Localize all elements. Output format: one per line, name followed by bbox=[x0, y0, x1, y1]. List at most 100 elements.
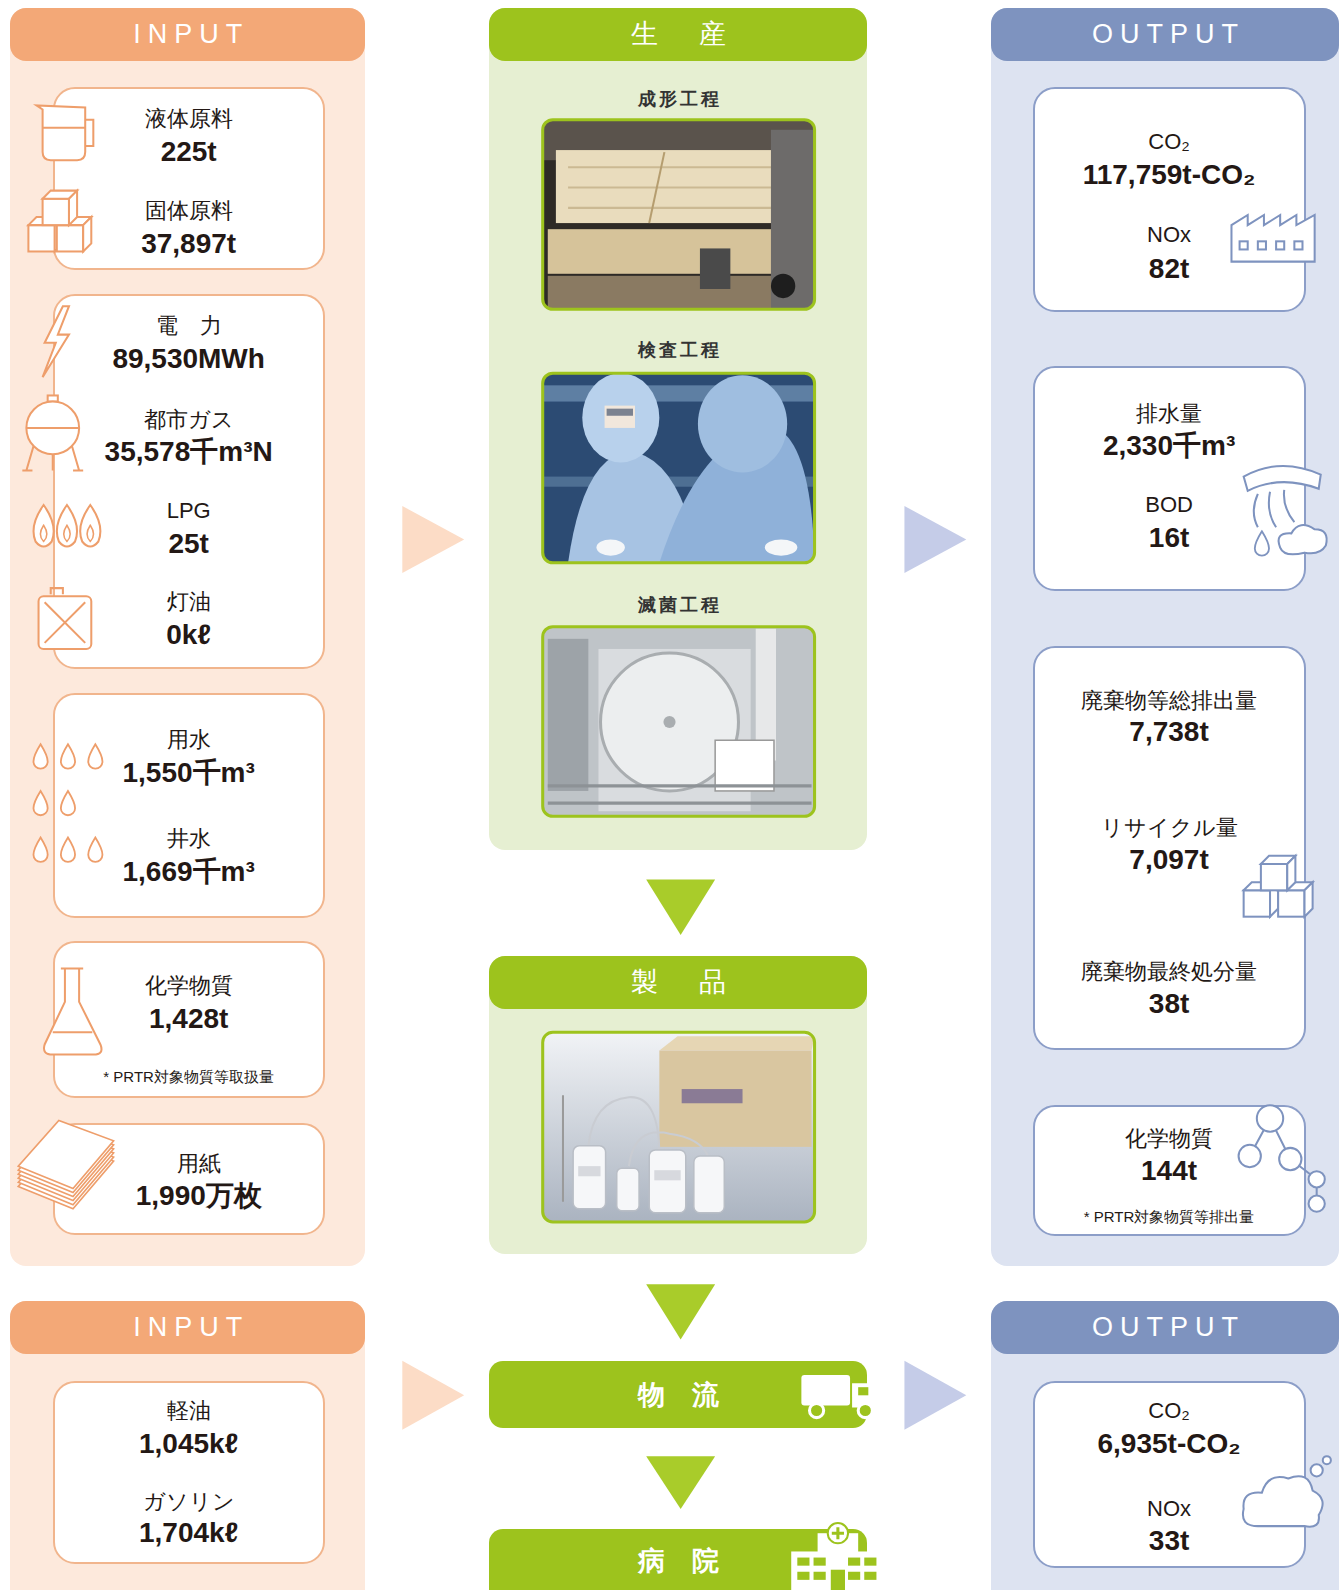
molecule-icon bbox=[1257, 1105, 1283, 1131]
process-step: 成形工程 bbox=[538, 85, 820, 312]
cubes-icon bbox=[57, 217, 91, 251]
product-photo bbox=[659, 1051, 811, 1147]
item-value: 1,550千m³ bbox=[55, 756, 323, 790]
gas-tank-icon bbox=[22, 395, 83, 470]
logistics-output-panel: OUTPUTCO₂6,935t-CO₂NOx33t bbox=[991, 1301, 1339, 1590]
emission-box: CO₂117,759t-CO₂NOx82t bbox=[1033, 87, 1306, 312]
hospital-icon bbox=[864, 1572, 876, 1580]
hospital-icon bbox=[818, 1533, 859, 1553]
flame-icon bbox=[34, 505, 101, 547]
process-step: 滅菌工程 bbox=[538, 592, 820, 819]
inspection-photo bbox=[582, 373, 659, 462]
item-label: リサイクル量 bbox=[1035, 815, 1304, 841]
beaker-icon bbox=[37, 105, 94, 160]
drainage-drops bbox=[1255, 531, 1269, 555]
item-label: 井水 bbox=[55, 826, 323, 852]
inspection-photo bbox=[659, 426, 814, 563]
product-panel: 製 品 bbox=[489, 956, 867, 1254]
hospital-icon bbox=[864, 1558, 876, 1566]
exhaust-cloud-icon bbox=[1243, 1476, 1323, 1527]
wastewater-box: 排水量2,330千m³BOD16t bbox=[1033, 366, 1306, 591]
logistics-emission-box: CO₂6,935t-CO₂NOx33t bbox=[1033, 1381, 1306, 1568]
water-drops-icon bbox=[33, 744, 47, 768]
item-value: 1,990万枚 bbox=[55, 1179, 323, 1213]
recycle-cubes-icon bbox=[1244, 856, 1313, 917]
molecule-icon bbox=[1309, 1171, 1325, 1187]
inspection-photo bbox=[607, 409, 633, 416]
factory-icon bbox=[1240, 241, 1248, 249]
product-photo bbox=[654, 1170, 680, 1180]
factory-icon bbox=[1276, 241, 1284, 249]
item-label: 排水量 bbox=[1035, 401, 1304, 427]
inspection-photo bbox=[605, 406, 635, 428]
water-drops-icon bbox=[33, 791, 47, 815]
item-label: 液体原料 bbox=[55, 106, 323, 132]
factory-icon bbox=[1258, 241, 1266, 249]
item-value: 225t bbox=[55, 135, 323, 169]
lightning-icon bbox=[43, 306, 69, 377]
photo-frame bbox=[543, 120, 815, 310]
flow-arrow bbox=[904, 506, 966, 573]
item-value: 16t bbox=[1035, 521, 1304, 555]
molding-photo bbox=[556, 150, 789, 223]
flow-arrow bbox=[646, 1456, 715, 1509]
water-drops-icon bbox=[61, 791, 75, 815]
hospital-icon bbox=[848, 1572, 860, 1580]
production-panel: 生 産成形工程検査工程滅菌工程 bbox=[489, 8, 867, 850]
item-value: 2,330千m³ bbox=[1035, 429, 1304, 463]
factory-icon bbox=[1231, 215, 1314, 262]
drainage-drops bbox=[1255, 531, 1269, 555]
sterilization-photo bbox=[601, 653, 739, 791]
output-panel: OUTPUTCO₂117,759t-CO₂NOx82t排水量2,330千m³BO… bbox=[991, 8, 1339, 1265]
item-value: 117,759t-CO₂ bbox=[1035, 158, 1304, 192]
product-photo bbox=[659, 1036, 814, 1050]
photo-frame bbox=[543, 373, 815, 563]
panel-heading: OUTPUT bbox=[991, 8, 1339, 61]
item-label: ガソリン bbox=[55, 1489, 323, 1515]
item-label: 廃棄物最終処分量 bbox=[1035, 959, 1304, 985]
drainage-icon bbox=[1244, 466, 1321, 491]
beaker-icon bbox=[37, 105, 86, 160]
inspection-photo bbox=[543, 373, 815, 563]
truck-icon bbox=[858, 1387, 868, 1395]
item-value: 144t bbox=[1035, 1154, 1304, 1188]
step-heading: 成形工程 bbox=[538, 89, 820, 111]
paper-stack-icon bbox=[18, 1125, 113, 1193]
item-value: 1,669千m³ bbox=[55, 855, 323, 889]
inspection-photo bbox=[543, 477, 815, 487]
product-photo bbox=[543, 1032, 815, 1222]
fuel-box: 軽油1,045kℓガソリン1,704kℓ bbox=[53, 1381, 325, 1564]
item-note: * PRTR対象物質等取扱量 bbox=[55, 1068, 323, 1086]
item-label: 用紙 bbox=[55, 1151, 323, 1177]
truck-icon bbox=[801, 1375, 850, 1405]
product-photo bbox=[578, 1166, 600, 1176]
product-photo bbox=[573, 1146, 605, 1209]
molding-photo bbox=[543, 120, 815, 310]
item-value: 1,704kℓ bbox=[55, 1516, 323, 1550]
panel-heading: INPUT bbox=[10, 8, 365, 61]
hospital-icon bbox=[797, 1558, 809, 1566]
sterilization-photo bbox=[756, 629, 776, 761]
flow-arrow bbox=[402, 1361, 464, 1430]
flask-icon bbox=[53, 1031, 93, 1033]
photo-frame bbox=[543, 627, 815, 817]
molding-photo bbox=[543, 120, 815, 161]
item-value: 33t bbox=[1035, 1524, 1304, 1558]
flame-icon bbox=[80, 505, 100, 547]
gas-tank-icon bbox=[48, 395, 58, 401]
molecule-icon bbox=[1309, 1196, 1325, 1212]
flask-icon bbox=[44, 968, 102, 1054]
hospital-icon bbox=[848, 1558, 860, 1566]
molding-photo bbox=[771, 130, 815, 309]
chemical-box: 化学物質1,428t* PRTR対象物質等取扱量 bbox=[53, 941, 325, 1098]
item-value: 37,897t bbox=[55, 227, 323, 261]
molding-photo bbox=[548, 229, 802, 274]
water-box: 用水1,550千m³井水1,669千m³ bbox=[53, 693, 325, 918]
item-label: NOx bbox=[1035, 222, 1304, 248]
molecule-icon bbox=[1250, 1118, 1317, 1203]
item-label: 化学物質 bbox=[1035, 1126, 1304, 1152]
exhaust-cloud-icon bbox=[1311, 1464, 1323, 1476]
factory-icon bbox=[1294, 241, 1302, 249]
product-photo bbox=[617, 1168, 639, 1211]
